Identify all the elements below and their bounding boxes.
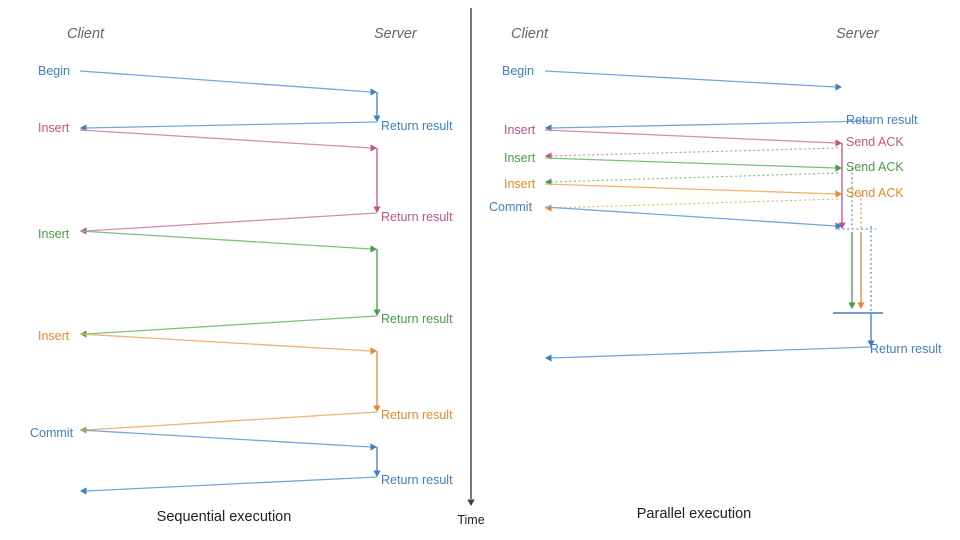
time-axis-label: Time (457, 513, 484, 527)
arrowhead-sequential-begin-serverdown (373, 115, 381, 122)
arrowhead-parallel-green-work (848, 302, 856, 309)
arrowhead-parallel-insert-1-request (835, 139, 842, 147)
arrow-parallel-insert-2-request (544, 157, 837, 169)
label-sequential-insert-3-request: Insert (38, 329, 70, 343)
arrowhead-sequential-begin-request (370, 88, 377, 96)
arrowhead-parallel-orange-work (857, 302, 865, 309)
arrow-parallel-insert-3-ack (550, 198, 839, 209)
arrow-parallel-insert-3-request (544, 183, 837, 195)
arrowhead-sequential-insert-3-serverdown (373, 405, 381, 412)
arrow-sequential-insert-3-response (85, 411, 378, 431)
arrow-parallel-insert-1-ack (550, 147, 839, 157)
arrow-parallel-commit-response (550, 346, 872, 359)
label-parallel-commit-request: Commit (489, 200, 533, 214)
arrowhead-sequential-insert-2-request (370, 245, 377, 253)
arrowhead-sequential-commit-response (80, 487, 87, 495)
arrowhead-parallel-commit-response (545, 354, 552, 362)
arrow-parallel-commit-request (544, 206, 837, 227)
arrowhead-parallel-insert-3-request (835, 190, 842, 198)
arrowhead-sequential-commit-request (370, 443, 377, 451)
label-sequential-insert-2-response: Return result (381, 312, 453, 326)
arrowhead-sequential-commit-serverdown (373, 470, 381, 477)
label-parallel-insert-3-response: Send ACK (846, 186, 904, 200)
lane-title-server-parallel: Server (836, 26, 880, 42)
label-parallel-insert-2-response: Send ACK (846, 160, 904, 174)
lane-title-client-parallel: Client (511, 26, 549, 42)
label-parallel-insert-1-response: Send ACK (846, 135, 904, 149)
arrow-parallel-insert-2-ack (550, 172, 839, 183)
arrow-parallel-begin-response (550, 120, 872, 129)
arrowhead-sequential-insert-2-serverdown (373, 309, 381, 316)
lane-title-server-sequential: Server (374, 26, 418, 42)
label-sequential-begin-response: Return result (381, 119, 453, 133)
arrow-sequential-begin-request (79, 70, 372, 93)
arrow-sequential-commit-response (85, 476, 378, 492)
label-parallel-commit-response: Return result (870, 342, 942, 356)
label-parallel-begin-response: Return result (846, 113, 918, 127)
arrowhead-sequential-insert-1-serverdown (373, 206, 381, 213)
arrowhead-parallel-begin-request (835, 83, 842, 91)
label-sequential-insert-1-request: Insert (38, 121, 70, 135)
arrow-sequential-insert-1-response (85, 212, 378, 232)
label-sequential-commit-response: Return result (381, 473, 453, 487)
arrowhead-parallel-commit-work (867, 340, 875, 347)
arrow-sequential-insert-1-request (79, 129, 372, 149)
label-sequential-insert-2-request: Insert (38, 227, 70, 241)
arrow-sequential-begin-response (85, 121, 378, 129)
arrow-parallel-begin-request (544, 70, 837, 88)
arrow-parallel-insert-1-request (544, 129, 837, 144)
label-sequential-insert-3-response: Return result (381, 408, 453, 422)
panel-caption-parallel: Parallel execution (637, 506, 751, 522)
arrow-sequential-insert-2-response (85, 315, 378, 335)
arrowhead-sequential-insert-1-request (370, 144, 377, 152)
label-sequential-commit-request: Commit (30, 426, 74, 440)
label-parallel-insert-1-request: Insert (504, 123, 536, 137)
arrow-sequential-insert-2-request (79, 230, 372, 250)
arrowhead-parallel-commit-request (835, 222, 842, 230)
label-sequential-begin-request: Begin (38, 64, 70, 78)
arrow-sequential-commit-request (79, 429, 372, 448)
arrowhead-parallel-insert-2-request (835, 164, 842, 172)
arrowhead-parallel-pink-work (838, 222, 846, 229)
arrowhead-parallel-insert-3-ack (545, 204, 552, 212)
panel-caption-sequential: Sequential execution (157, 509, 292, 525)
label-sequential-insert-1-response: Return result (381, 210, 453, 224)
label-parallel-insert-3-request: Insert (504, 177, 536, 191)
arrow-sequential-insert-3-request (79, 333, 372, 352)
label-parallel-insert-2-request: Insert (504, 151, 536, 165)
label-parallel-begin-request: Begin (502, 64, 534, 78)
lane-title-client-sequential: Client (67, 26, 105, 42)
arrowhead-sequential-insert-3-request (370, 347, 377, 355)
time-axis-arrowhead (467, 499, 475, 506)
